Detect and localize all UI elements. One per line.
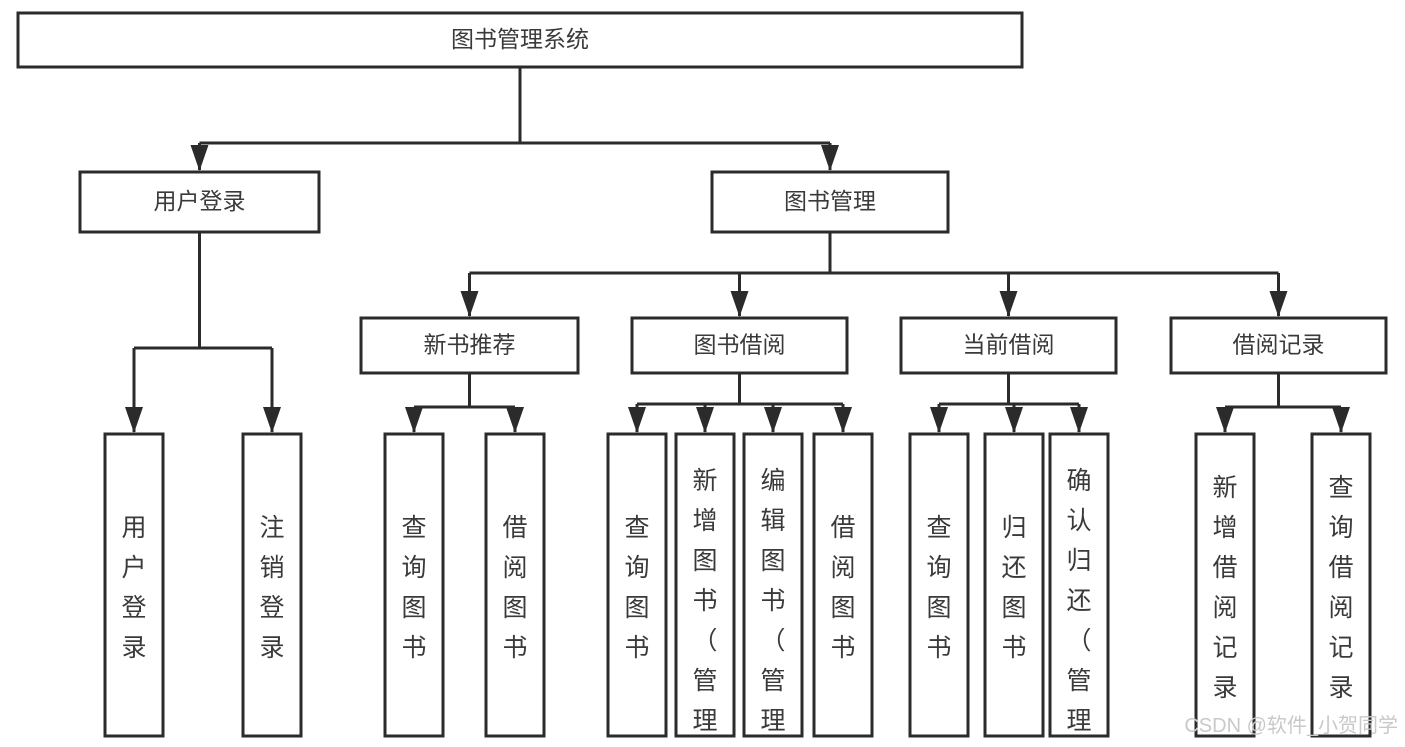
arrow-head-icon — [834, 407, 852, 433]
node-label: 编辑图书（管理员） — [760, 467, 785, 747]
node-leaf-12[interactable]: 查询借阅记录 — [1310, 432, 1372, 738]
node-label: 查询图书 — [624, 514, 649, 662]
node-rect[interactable] — [908, 432, 970, 738]
node-leaf-3[interactable]: 借阅图书 — [484, 432, 546, 738]
arrow-head-icon — [460, 291, 479, 317]
node-rect[interactable] — [484, 432, 546, 738]
node-leaf-4[interactable]: 查询图书 — [606, 432, 668, 738]
node-l3-0[interactable]: 新书推荐 — [359, 316, 580, 375]
node-rect[interactable] — [674, 432, 736, 738]
node-label: 查询图书 — [926, 514, 951, 662]
node-label: 用户登录 — [121, 514, 146, 662]
arrow-head-icon — [405, 407, 423, 433]
node-l2-0[interactable]: 用户登录 — [78, 170, 321, 234]
node-leaf-10[interactable]: 确认归还（管理员） — [1048, 432, 1110, 747]
node-label: 查询图书 — [401, 514, 426, 662]
arrow-head-icon — [1070, 407, 1088, 433]
arrow-head-icon — [1005, 407, 1023, 433]
node-label: 当前借阅 — [963, 332, 1055, 358]
node-leaf-8[interactable]: 查询图书 — [908, 432, 970, 738]
node-rect[interactable] — [1169, 316, 1388, 375]
node-l3-1[interactable]: 图书借阅 — [630, 316, 849, 375]
node-leaf-9[interactable]: 归还图书 — [983, 432, 1045, 738]
node-rect[interactable] — [1310, 432, 1372, 738]
node-label: 新增借阅记录 — [1212, 474, 1237, 702]
node-rect[interactable] — [1194, 432, 1256, 738]
node-leaf-2[interactable]: 查询图书 — [383, 432, 445, 738]
arrow-head-icon — [730, 291, 749, 317]
node-layer: 图书管理系统用户登录图书管理新书推荐图书借阅当前借阅借阅记录用户登录注销登录查询… — [16, 11, 1388, 747]
arrow-head-icon — [506, 407, 524, 433]
node-leaf-11[interactable]: 新增借阅记录 — [1194, 432, 1256, 738]
node-rect[interactable] — [742, 432, 804, 738]
node-rect[interactable] — [812, 432, 874, 738]
node-label: 用户登录 — [154, 188, 246, 214]
connector-layer — [125, 67, 1350, 433]
node-l2-1[interactable]: 图书管理 — [710, 170, 950, 234]
node-leaf-5[interactable]: 新增图书（管理员） — [674, 432, 736, 747]
arrow-head-icon — [263, 407, 281, 433]
arrow-head-icon — [764, 407, 782, 433]
node-label: 注销登录 — [259, 514, 284, 662]
node-label: 归还图书 — [1001, 514, 1026, 662]
node-rect[interactable] — [710, 170, 950, 234]
node-rect[interactable] — [241, 432, 303, 738]
node-label: 新增图书（管理员） — [692, 467, 717, 747]
arrow-head-icon — [930, 407, 948, 433]
node-leaf-1[interactable]: 注销登录 — [241, 432, 303, 738]
node-rect[interactable] — [383, 432, 445, 738]
arrow-head-icon — [1332, 407, 1350, 433]
node-rect[interactable] — [78, 170, 321, 234]
arrow-head-icon — [190, 145, 209, 171]
node-leaf-7[interactable]: 借阅图书 — [812, 432, 874, 738]
csdn-watermark: CSDN @软件_小贺同学 — [1184, 714, 1398, 737]
arrow-head-icon — [1269, 291, 1288, 317]
arrow-head-icon — [125, 407, 143, 433]
arrow-head-icon — [821, 145, 839, 171]
arrow-head-icon — [1216, 407, 1234, 433]
node-l3-3[interactable]: 借阅记录 — [1169, 316, 1388, 375]
arrow-head-icon — [696, 407, 714, 433]
node-label: 借阅图书 — [830, 514, 855, 662]
node-rect[interactable] — [606, 432, 668, 738]
node-label: 图书管理 — [784, 188, 876, 214]
arrow-head-icon — [999, 291, 1018, 317]
node-leaf-6[interactable]: 编辑图书（管理员） — [742, 432, 804, 747]
node-rect[interactable] — [983, 432, 1045, 738]
node-label: 图书管理系统 — [451, 26, 589, 52]
node-label: 确认归还（管理员） — [1066, 467, 1091, 747]
node-rect[interactable] — [1048, 432, 1110, 738]
node-rect[interactable] — [103, 432, 165, 738]
node-rect[interactable] — [359, 316, 580, 375]
node-rect[interactable] — [899, 316, 1118, 375]
arrow-head-icon — [628, 407, 646, 433]
node-label: 查询借阅记录 — [1328, 474, 1353, 702]
node-label: 借阅记录 — [1233, 332, 1325, 358]
node-label: 新书推荐 — [424, 332, 516, 358]
node-l3-2[interactable]: 当前借阅 — [899, 316, 1118, 375]
node-label: 图书借阅 — [694, 332, 786, 358]
node-label: 借阅图书 — [502, 514, 527, 662]
node-leaf-0[interactable]: 用户登录 — [103, 432, 165, 738]
node-root-图书管理系统[interactable]: 图书管理系统 — [16, 11, 1024, 69]
node-rect[interactable] — [16, 11, 1024, 69]
node-rect[interactable] — [630, 316, 849, 375]
